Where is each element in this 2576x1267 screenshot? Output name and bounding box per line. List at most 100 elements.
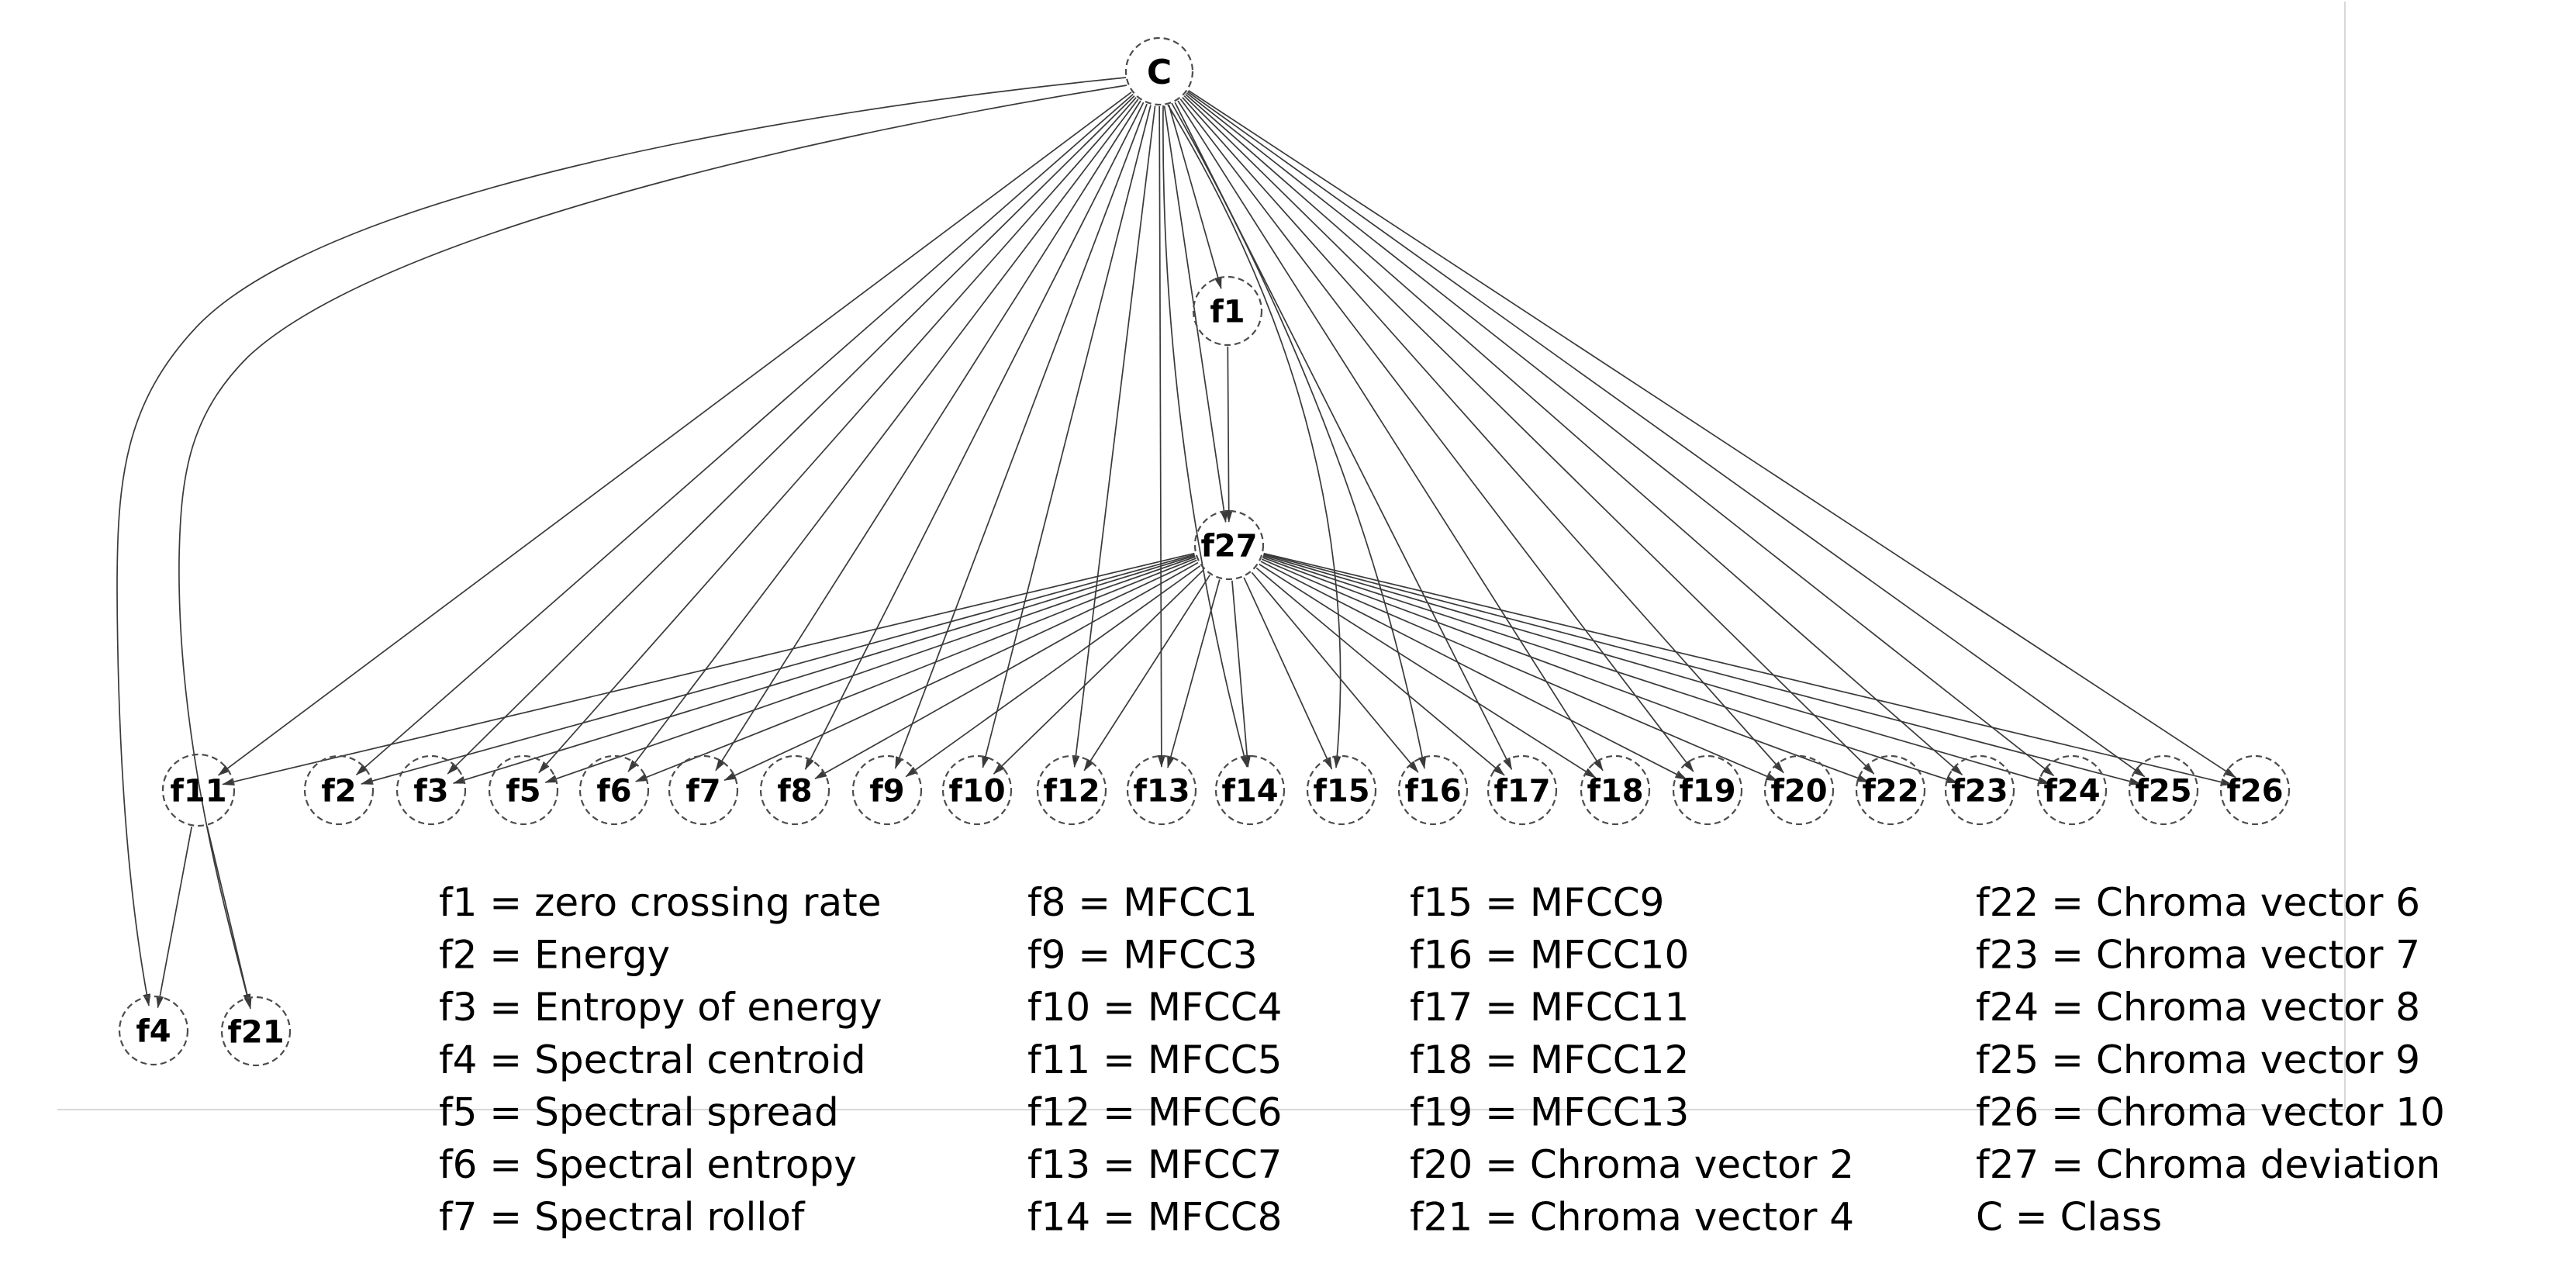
node-f20 — [1763, 754, 1835, 826]
node-label-f14: f14 — [1221, 773, 1278, 809]
node-f22 — [1855, 754, 1926, 826]
node-f14 — [1214, 754, 1286, 826]
node-f11 — [161, 753, 236, 827]
node-f1 — [1192, 275, 1263, 347]
edge-C-f15 — [1167, 104, 1342, 768]
node-label-f3: f3 — [413, 773, 448, 809]
edge-f27-f8 — [814, 561, 1199, 779]
legend-entry: f10 = MFCC4 — [1027, 985, 1282, 1030]
node-f5 — [488, 754, 559, 826]
legend-entry: f15 = MFCC9 — [1410, 880, 1664, 925]
node-label-f19: f19 — [1679, 773, 1735, 809]
node-label-f16: f16 — [1404, 773, 1461, 809]
node-label-C: C — [1147, 53, 1172, 92]
node-label-f21: f21 — [227, 1014, 284, 1050]
legend-entry: f22 = Chroma vector 6 — [1976, 880, 2420, 925]
node-f18 — [1580, 754, 1651, 826]
edge-f27-f10 — [993, 569, 1204, 775]
edge-f27-f5 — [544, 556, 1196, 783]
edge-f27-f14 — [1231, 580, 1252, 768]
edge-C-f7 — [715, 100, 1141, 772]
node-f12 — [1036, 754, 1107, 826]
legend-entry: f5 = Spectral spread — [439, 1089, 839, 1134]
legend-entry: f18 = MFCC12 — [1410, 1037, 1689, 1082]
edge-f11-f21 — [206, 826, 252, 1010]
legend-entry: f14 = MFCC8 — [1027, 1195, 1282, 1240]
edge-f27-f11 — [222, 552, 1195, 785]
node-f4 — [118, 995, 189, 1066]
node-label-f5: f5 — [506, 773, 540, 809]
edge-C-f24 — [1186, 92, 2055, 777]
node-f23 — [1944, 754, 2015, 826]
node-label-f13: f13 — [1133, 773, 1190, 809]
edge-f27-f16 — [1251, 571, 1419, 773]
legend-entry: f19 = MFCC13 — [1410, 1089, 1689, 1134]
edge-C-f27 — [1163, 105, 1228, 523]
node-f24 — [2036, 754, 2108, 826]
edge-C-f8 — [804, 102, 1145, 771]
node-label-f7: f7 — [685, 773, 720, 809]
edge-f27-f17 — [1255, 567, 1505, 776]
axis-spines — [57, 2, 2346, 1110]
legend-entry: f4 = Spectral centroid — [439, 1037, 866, 1082]
edge-f27-f3 — [452, 554, 1196, 785]
legend-entry: f16 = MFCC10 — [1410, 933, 1689, 978]
node-f13 — [1126, 754, 1197, 826]
legend-entry: f1 = zero crossing rate — [439, 880, 881, 925]
edge-f27-f26 — [1263, 552, 2233, 786]
edge-C-f3 — [447, 95, 1135, 775]
node-label-f1: f1 — [1210, 294, 1245, 330]
edge-f27-f22 — [1262, 557, 1870, 783]
node-f6 — [578, 754, 650, 826]
edge-f27-f18 — [1259, 563, 1597, 778]
edge-C-f10 — [982, 105, 1152, 768]
edge-f27-f12 — [1083, 575, 1210, 772]
node-label-f22: f22 — [1862, 773, 1918, 809]
node-f15 — [1306, 754, 1377, 826]
node-label-f6: f6 — [596, 773, 631, 809]
edge-C-f9 — [894, 103, 1148, 769]
node-label-f12: f12 — [1043, 773, 1100, 809]
edge-C-f17 — [1174, 102, 1513, 771]
node-label-f9: f9 — [869, 773, 904, 809]
edge-f27-f25 — [1263, 553, 2142, 785]
node-f7 — [668, 754, 739, 826]
edge-C-f1 — [1168, 105, 1222, 290]
node-label-f8: f8 — [777, 773, 812, 809]
legend-entry: f13 = MFCC7 — [1027, 1142, 1282, 1187]
node-f21 — [220, 996, 292, 1067]
edge-C-f6 — [627, 98, 1139, 772]
legend-entry: f17 = MFCC11 — [1410, 985, 1689, 1030]
edge-C-f2 — [355, 94, 1134, 775]
edge-f27-f24 — [1262, 554, 2051, 785]
edge-f27-f23 — [1262, 555, 1959, 784]
edge-C-f21 — [178, 85, 1127, 1006]
node-label-f24: f24 — [2043, 773, 2100, 809]
legend-entry: f26 = Chroma vector 10 — [1976, 1089, 2445, 1134]
edge-C-f4 — [116, 77, 1127, 1006]
legend-entry: C = Class — [1976, 1195, 2162, 1240]
legend-entry: f20 = Chroma vector 2 — [1410, 1142, 1854, 1187]
node-label-f25: f25 — [2135, 773, 2191, 809]
legend-entry: f7 = Spectral rollof — [439, 1195, 806, 1240]
edge-f11-f4 — [156, 827, 193, 1009]
node-label-f10: f10 — [948, 773, 1005, 809]
node-label-f26: f26 — [2226, 773, 2283, 809]
node-label-f23: f23 — [1951, 773, 2008, 809]
legend-entry: f23 = Chroma vector 7 — [1976, 933, 2420, 978]
edge-C-f16 — [1171, 102, 1427, 769]
edge-C-f23 — [1185, 94, 1963, 775]
node-label-f18: f18 — [1587, 773, 1643, 809]
node-f26 — [2219, 754, 2291, 826]
node-f3 — [395, 754, 467, 826]
edge-C-f12 — [1072, 105, 1156, 768]
legend-entry: f27 = Chroma deviation — [1976, 1142, 2440, 1187]
edge-C-f20 — [1182, 97, 1784, 774]
edge-f27-f20 — [1261, 558, 1779, 782]
edge-f27-f13 — [1167, 579, 1221, 769]
node-f8 — [759, 754, 830, 826]
node-f10 — [941, 754, 1013, 826]
